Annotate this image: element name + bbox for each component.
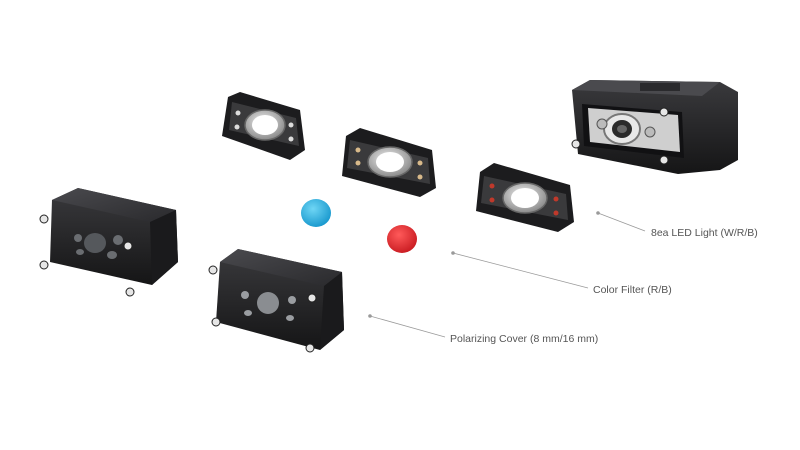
led-ring-red bbox=[476, 163, 574, 232]
polarizing-cover-16mm bbox=[39, 188, 178, 297]
leader-line-cover bbox=[368, 314, 446, 338]
polarizing-cover-8mm bbox=[208, 249, 344, 353]
camera-body bbox=[571, 80, 738, 174]
label-polarizing-cover: Polarizing Cover (8 mm/16 mm) bbox=[450, 333, 599, 345]
label-led-light: 8ea LED Light (W/R/B) bbox=[651, 227, 758, 239]
led-ring-warm bbox=[342, 128, 436, 197]
color-filter-red bbox=[387, 225, 417, 253]
color-filter-blue bbox=[301, 199, 331, 227]
leader-line-filter bbox=[451, 251, 589, 289]
led-ring-white bbox=[222, 92, 305, 160]
leader-line-led bbox=[596, 211, 646, 232]
label-color-filter: Color Filter (R/B) bbox=[593, 284, 672, 296]
